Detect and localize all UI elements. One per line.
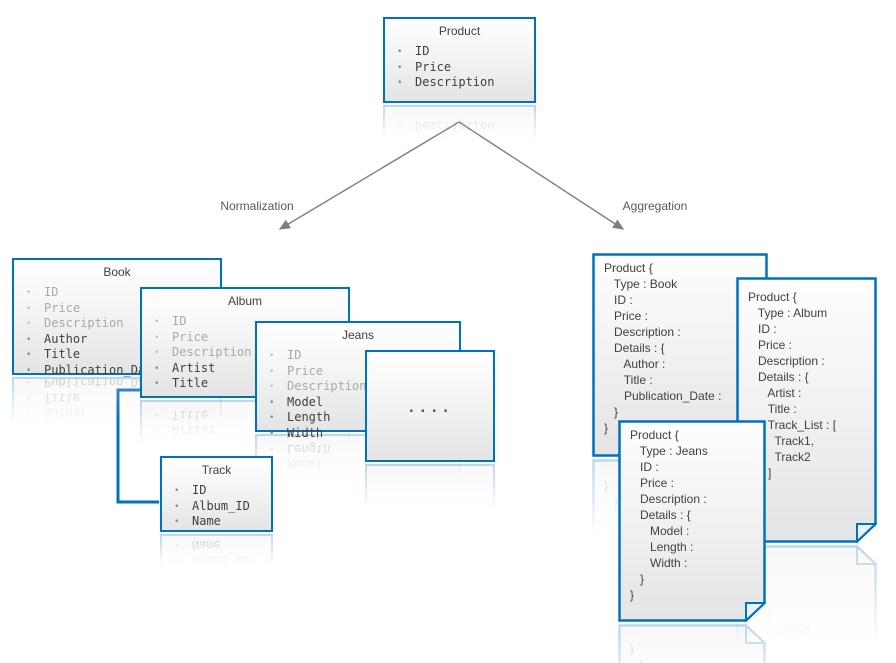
bullet-icon: • — [26, 288, 32, 298]
field-label: Description — [44, 316, 124, 331]
bullet-icon: • — [397, 47, 403, 57]
bullet-icon: • — [154, 363, 160, 374]
field-label: Width — [287, 425, 324, 440]
field-list: • ID • Price • Description • Artist • Title — [142, 314, 348, 392]
bullet-icon: • — [397, 62, 403, 73]
field-list: • ID • Price • Description • Model • Length • Width — [257, 348, 459, 442]
bullet-icon: • — [269, 382, 275, 393]
field-label: Publication_Date — [44, 362, 160, 377]
field-label: ID — [287, 348, 302, 362]
field-label: Length — [287, 410, 331, 425]
field-label: ID — [44, 285, 59, 299]
entity-title: Track — [201, 463, 232, 477]
field-item: • Price — [395, 60, 534, 76]
field-label: Price — [44, 300, 81, 315]
normalization-label: Normalization — [220, 199, 294, 213]
bullet-icon: • — [26, 350, 32, 361]
field-item: • ID — [24, 285, 220, 301]
field-label: Name — [192, 514, 221, 529]
bullet-icon: • — [174, 517, 180, 528]
document-text: Product { Type : Jeans ID : Price : Desc… — [630, 428, 708, 602]
field-label: Artist — [172, 360, 216, 375]
entity-title: Book — [103, 265, 131, 279]
document-jeans: Product { Type : Jeans ID : Price : Desc… — [618, 420, 766, 622]
field-item: • ID — [267, 348, 459, 364]
field-item: • Name — [172, 514, 271, 530]
field-item: • Length — [267, 410, 459, 426]
document-text: Product { Type : Album ID : Price : Desc… — [748, 290, 837, 496]
folded-corner-icon — [856, 523, 877, 543]
bullet-icon: • — [154, 348, 160, 359]
entity-title: Jeans — [341, 328, 375, 342]
field-label: Price — [287, 363, 324, 378]
document-shape — [618, 420, 766, 622]
field-label: Description — [172, 345, 252, 360]
field-item: • Price — [267, 364, 459, 380]
field-list: • ID • Album_ID • Name — [162, 483, 271, 530]
aggregation-arrow — [458, 121, 625, 230]
bullet-icon: • — [26, 303, 32, 314]
field-list: • ID • Price • Description — [385, 44, 534, 91]
field-item: • Price — [152, 330, 348, 346]
field-item: • ID — [395, 44, 534, 60]
field-item: • Description — [24, 316, 220, 332]
field-label: Album_ID — [192, 498, 250, 513]
album-track-connector — [116, 388, 159, 504]
field-list: •ID•Price•Description•Author•Title•Publi… — [14, 285, 220, 379]
bullet-icon: • — [26, 334, 32, 345]
bullet-icon: • — [269, 366, 275, 377]
field-label: Price — [415, 59, 452, 74]
field-label: ID — [172, 314, 187, 328]
field-item: • Price — [24, 301, 220, 317]
folded-corner-icon — [745, 602, 766, 622]
field-label: ID — [415, 44, 430, 58]
field-item: • Album_ID — [172, 499, 271, 515]
document-album: Product { Type : Album ID : Price : Desc… — [736, 277, 877, 543]
field-item: • Artist — [152, 361, 348, 377]
field-item: • Model — [267, 395, 459, 411]
bullet-icon: • — [269, 413, 275, 424]
bullet-icon: • — [269, 428, 275, 439]
ellipsis-text: .... — [407, 399, 453, 416]
field-item: • Description — [395, 75, 534, 91]
field-label: Title — [172, 376, 209, 391]
field-label: Model — [287, 394, 324, 409]
bullet-icon: • — [269, 351, 275, 361]
field-label: Title — [44, 347, 81, 362]
field-item: • Title — [152, 376, 348, 392]
entity-box-product: Product • ID • Price • Description — [383, 17, 536, 103]
aggregation-label: Aggregation — [622, 199, 688, 213]
field-item: • Description — [152, 345, 348, 361]
bullet-icon: • — [397, 78, 403, 89]
field-label: Price — [172, 329, 209, 344]
field-item: • Title — [24, 347, 220, 363]
field-label: Author — [44, 331, 88, 346]
normalization-arrow — [278, 121, 460, 230]
bullet-icon: • — [154, 379, 160, 390]
bullet-icon: • — [154, 332, 160, 343]
entity-box-track: Track • ID • Album_ID • Name — [160, 456, 273, 532]
document-text: Product { Type : Book ID : Price : Descr… — [604, 261, 722, 435]
field-item: •Publication_Date — [24, 363, 220, 379]
field-item: • Author — [24, 332, 220, 348]
bullet-icon: • — [154, 317, 160, 327]
field-label: ID — [192, 483, 207, 497]
field-item: • ID — [172, 483, 271, 499]
bullet-icon: • — [269, 397, 275, 408]
field-item: • ID — [152, 314, 348, 330]
bullet-icon: • — [174, 486, 180, 496]
entity-title: Album — [227, 294, 262, 308]
bullet-icon: • — [174, 501, 180, 512]
field-item: • Width — [267, 426, 459, 442]
field-label: Description — [415, 75, 495, 90]
entity-title: Product — [438, 24, 481, 38]
bullet-icon: • — [26, 319, 32, 330]
field-item: • Description — [267, 379, 459, 395]
field-label: Description — [287, 379, 367, 394]
bullet-icon: • — [26, 365, 32, 376]
entity-box-ellipsis: .... — [365, 350, 495, 462]
document-book: Product { Type : Book ID : Price : Descr… — [592, 253, 768, 457]
